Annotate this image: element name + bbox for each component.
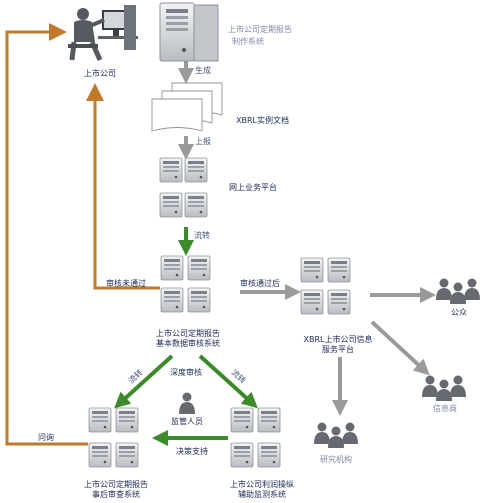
server-cluster-icon — [230, 407, 281, 468]
people-group-icon — [422, 375, 466, 401]
node-public: 公众 — [451, 308, 467, 317]
server-cluster-icon — [300, 257, 351, 315]
person-icon — [179, 392, 195, 414]
edge-inquiry: 问询 — [38, 433, 54, 442]
edge-rejected: 审核未通过 — [106, 279, 146, 288]
server-tower-icon — [159, 2, 219, 62]
node-listed-company: 上市公司 — [84, 69, 116, 78]
server-cluster-icon — [159, 157, 208, 218]
node-regulator: 监管人员 — [171, 417, 203, 426]
person-at-computer-icon — [68, 5, 138, 62]
node-research: 研究机构 — [320, 455, 352, 464]
edge-deep-review: 深度审核 — [170, 368, 202, 377]
document-stack-icon — [151, 82, 223, 132]
edge-approved: 审核通过后 — [240, 279, 280, 288]
people-group-icon — [436, 278, 480, 304]
node-info-platform-1: XBRL上市公司信息 — [303, 335, 373, 344]
node-online-platform: 网上业务平台 — [229, 183, 277, 192]
node-review-system-1: 上市公司定期报告 — [156, 329, 220, 338]
node-review-system-2: 基本数据审核系统 — [156, 339, 220, 348]
server-cluster-icon — [160, 255, 211, 313]
node-info-platform-2: 服务平台 — [322, 345, 354, 354]
node-post-review-2: 事后审查系统 — [92, 490, 140, 499]
edge-submit: 上报 — [195, 137, 211, 146]
edge-transfer-1: 流转 — [194, 231, 210, 240]
node-post-review-1: 上市公司定期报告 — [84, 480, 148, 489]
edge-generate: 生成 — [195, 66, 211, 75]
node-report-system-1: 上市公司定期报告 — [228, 25, 292, 34]
node-xbrl-docs: XBRL实例文档 — [236, 116, 289, 125]
server-cluster-icon — [88, 407, 139, 468]
node-report-system-2: 制作系统 — [232, 37, 264, 46]
edge-decision-support: 决策支持 — [176, 447, 208, 456]
people-group-icon — [314, 422, 358, 448]
node-monitor-2: 辅助监测系统 — [238, 490, 286, 499]
inquiry-arrow — [5, 23, 88, 446]
node-info-vendor: 信息商 — [433, 404, 457, 413]
node-monitor-1: 上市公司利润操纵 — [230, 480, 294, 489]
rejected-arrow — [86, 83, 160, 290]
